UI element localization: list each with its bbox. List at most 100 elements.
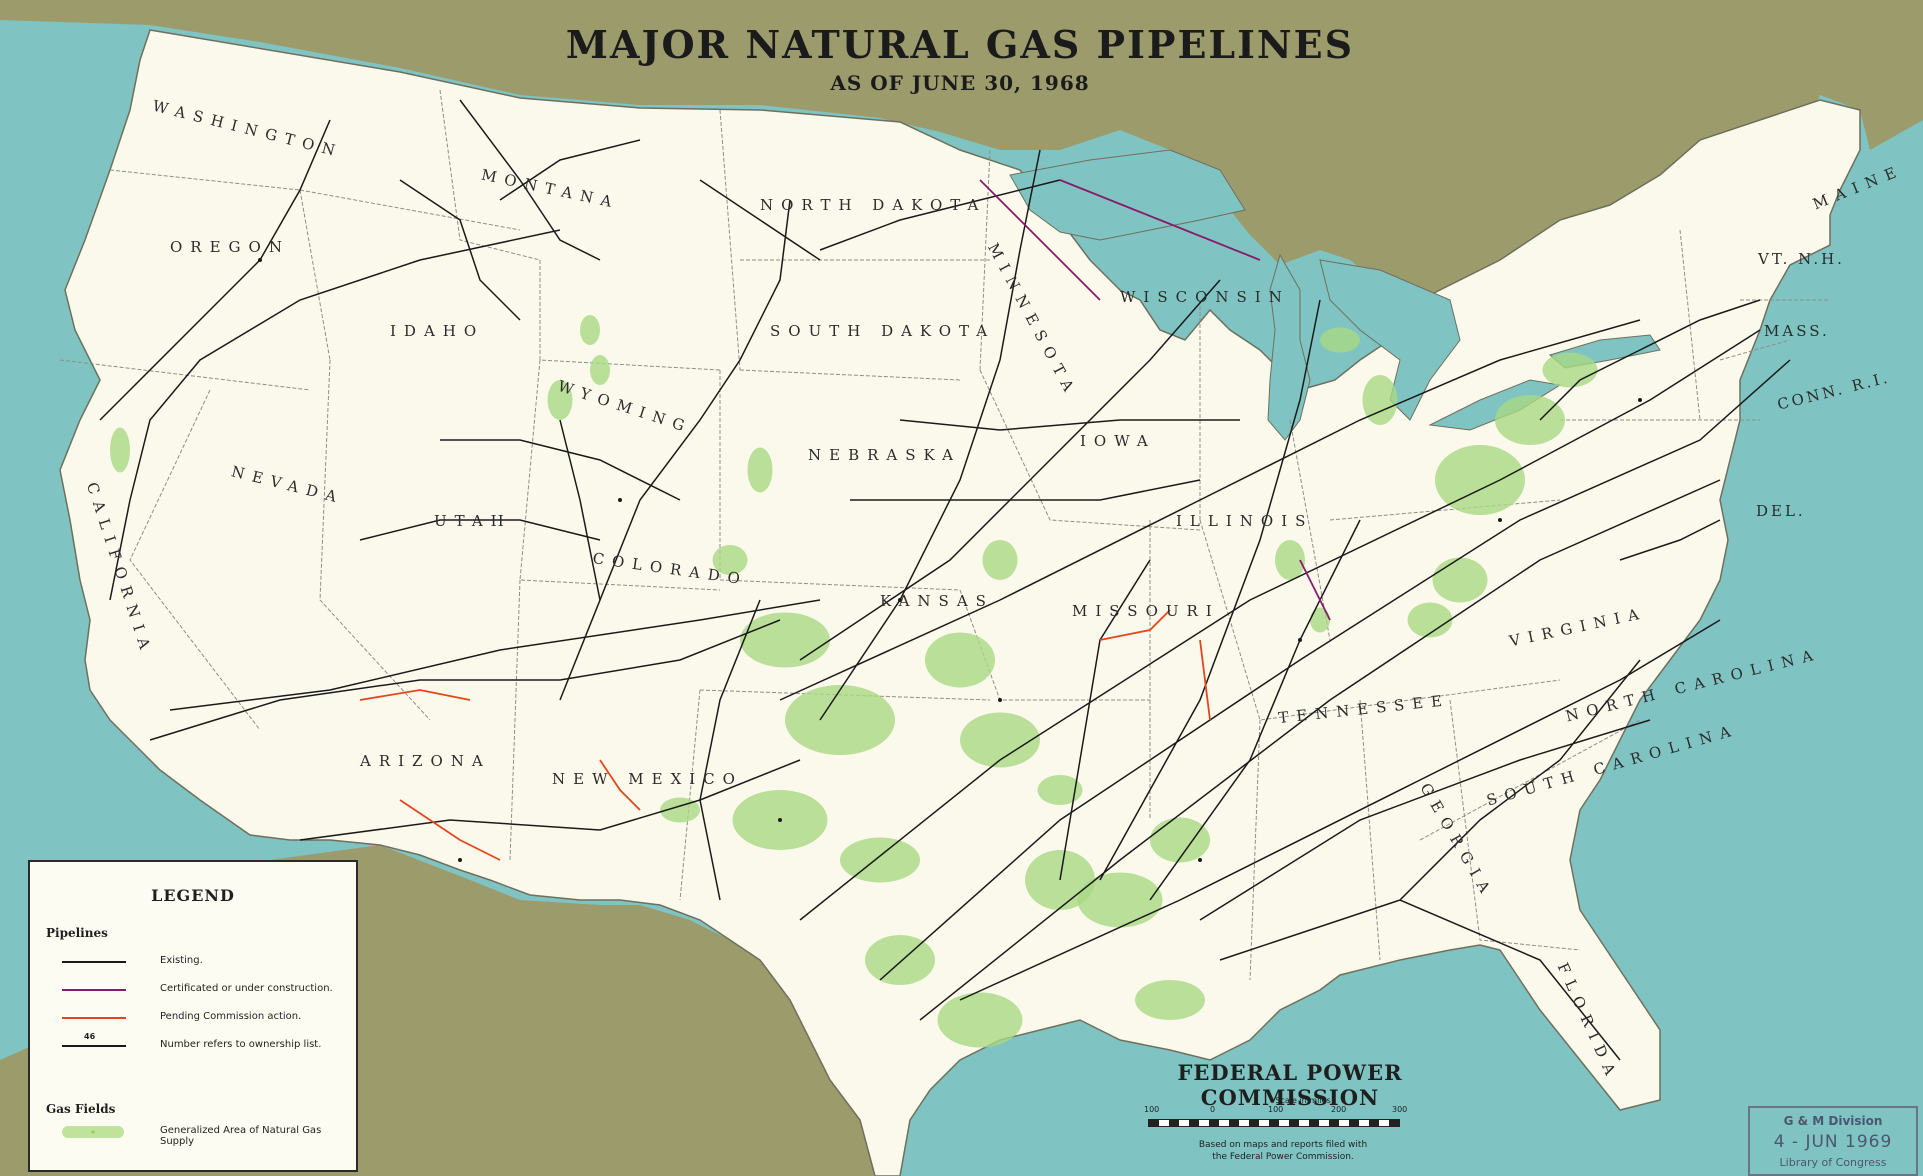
state-border-line <box>129 389 261 731</box>
state-border-line <box>1719 339 1791 361</box>
legend-number-sample: 46 <box>84 1032 96 1041</box>
pipeline-number-marker <box>258 258 262 262</box>
pipeline-existing <box>850 479 1201 501</box>
state-border-line <box>739 369 961 381</box>
pipeline-existing <box>779 319 1641 701</box>
legend-swatch-certificated <box>62 989 126 991</box>
pipeline-pending <box>359 689 471 701</box>
pipeline-existing <box>499 139 641 201</box>
pipelines <box>99 99 1791 1061</box>
gas-field-area <box>547 380 573 420</box>
legend-label-certificated: Certificated or under construction. <box>160 983 333 994</box>
legend-item-existing: Existing. <box>62 954 352 970</box>
pipeline-existing <box>109 229 561 601</box>
source-note: Based on maps and reports filed with the… <box>1138 1139 1428 1163</box>
state-border-line <box>1359 699 1381 961</box>
gas-field-area <box>747 447 773 493</box>
pipeline-number-marker <box>898 598 902 602</box>
gas-field-area <box>1542 352 1598 388</box>
state-label-utah: UTAH <box>434 512 512 530</box>
pipeline-existing <box>819 149 1041 721</box>
legend-label-number: Number refers to ownership list. <box>160 1039 322 1050</box>
state-label-vt-nh: VT. N.H. <box>1758 250 1845 268</box>
pipeline-number-marker <box>1198 858 1202 862</box>
state-border-line <box>1199 519 1561 721</box>
gas-field-area <box>1135 980 1205 1020</box>
pipeline-number-marker <box>1298 638 1302 642</box>
pipeline-numbers <box>258 258 1642 862</box>
gas-field-area <box>937 992 1023 1048</box>
state-border-line <box>1329 499 1561 521</box>
legend-item-gas-fields: Generalized Area of Natural Gas Supply <box>62 1124 352 1147</box>
legend-box: LEGEND Pipelines Existing. Certificated … <box>28 860 358 1172</box>
scale-ticks: 100 0 100 200 300 <box>1144 1105 1428 1117</box>
gas-field-area <box>580 315 600 345</box>
state-borders <box>59 89 1830 981</box>
gas-field-area <box>110 427 130 473</box>
pipeline-pending <box>1099 609 1171 641</box>
map-title-sub: AS OF JUNE 30, 1968 <box>830 71 1090 95</box>
state-label-illinois: ILLINOIS <box>1176 512 1314 530</box>
state-label-del: DEL. <box>1756 502 1806 520</box>
pipeline-number-marker <box>458 858 462 862</box>
stamp-line-3: Library of Congress <box>1779 1156 1887 1169</box>
pipeline-existing <box>169 599 821 711</box>
pipeline-existing <box>599 199 791 601</box>
gas-field-area <box>1037 775 1083 805</box>
gas-field-area <box>590 355 610 385</box>
pipeline-existing <box>799 279 1221 661</box>
scale-tick-label: 0 <box>1210 1105 1216 1114</box>
legend-item-certificated: Certificated or under construction. <box>62 982 352 998</box>
state-label-idaho: IDAHO <box>390 322 485 340</box>
pipeline-existing <box>559 419 601 701</box>
state-label-south-dakota: SOUTH DAKOTA <box>770 322 996 340</box>
gas-field-area <box>1495 395 1565 445</box>
state-border-line <box>299 189 521 231</box>
legend-swatch-number <box>62 1045 126 1047</box>
pipeline-existing <box>359 519 601 541</box>
pipeline-existing <box>1539 299 1761 421</box>
scale-title: Scale in miles <box>1275 1096 1331 1105</box>
pipeline-pending <box>599 759 641 811</box>
gas-field-area <box>1362 375 1398 425</box>
gas-field-area <box>982 540 1018 580</box>
state-label-kansas: KANSAS <box>880 592 994 610</box>
pipeline-pending <box>399 799 501 861</box>
pipeline-existing <box>440 439 681 501</box>
pipeline-existing <box>399 179 521 321</box>
pipeline-pending <box>1199 639 1211 721</box>
agency-name: FEDERAL POWER COMMISSION <box>1177 1060 1403 1110</box>
pipeline-existing <box>149 619 781 741</box>
gas-field-area <box>1432 557 1488 603</box>
state-label-nebraska: NEBRASKA <box>808 446 961 464</box>
scale-tick-label: 300 <box>1392 1105 1408 1114</box>
state-border-line <box>509 579 521 861</box>
state-border-line <box>319 359 431 721</box>
pipeline-number-marker <box>1638 398 1642 402</box>
state-border-line <box>979 149 991 371</box>
pipeline-existing <box>819 179 1061 251</box>
library-stamp: G & M Division 4 - JUN 1969 Library of C… <box>1748 1106 1918 1176</box>
pipeline-certificated <box>1059 179 1261 261</box>
stamp-line-2: 4 - JUN 1969 <box>1773 1132 1893 1152</box>
state-border-line <box>1249 719 1261 981</box>
pipeline-certificated <box>979 179 1101 301</box>
source-note-line-2: the Federal Power Commission. <box>1212 1152 1354 1162</box>
state-border-line <box>109 169 301 191</box>
pipeline-existing <box>1619 519 1721 561</box>
pipeline-existing <box>299 759 801 841</box>
gas-field-area <box>1435 445 1525 515</box>
gas-field-area <box>1320 327 1360 353</box>
pipeline-existing <box>699 599 761 901</box>
scale-bar-graphic <box>1148 1119 1400 1127</box>
pipeline-existing <box>1399 659 1641 901</box>
source-note-line-1: Based on maps and reports filed with <box>1198 1140 1368 1150</box>
gas-field-area <box>1310 607 1330 633</box>
pipeline-number-marker <box>778 818 782 822</box>
state-border-line <box>519 359 721 591</box>
scale-bar: Scale in miles 100 0 100 200 300 Based o… <box>1144 1096 1428 1163</box>
pipeline-existing <box>959 619 1721 1001</box>
gas-field-area <box>840 837 920 883</box>
pipeline-existing <box>899 419 1240 431</box>
